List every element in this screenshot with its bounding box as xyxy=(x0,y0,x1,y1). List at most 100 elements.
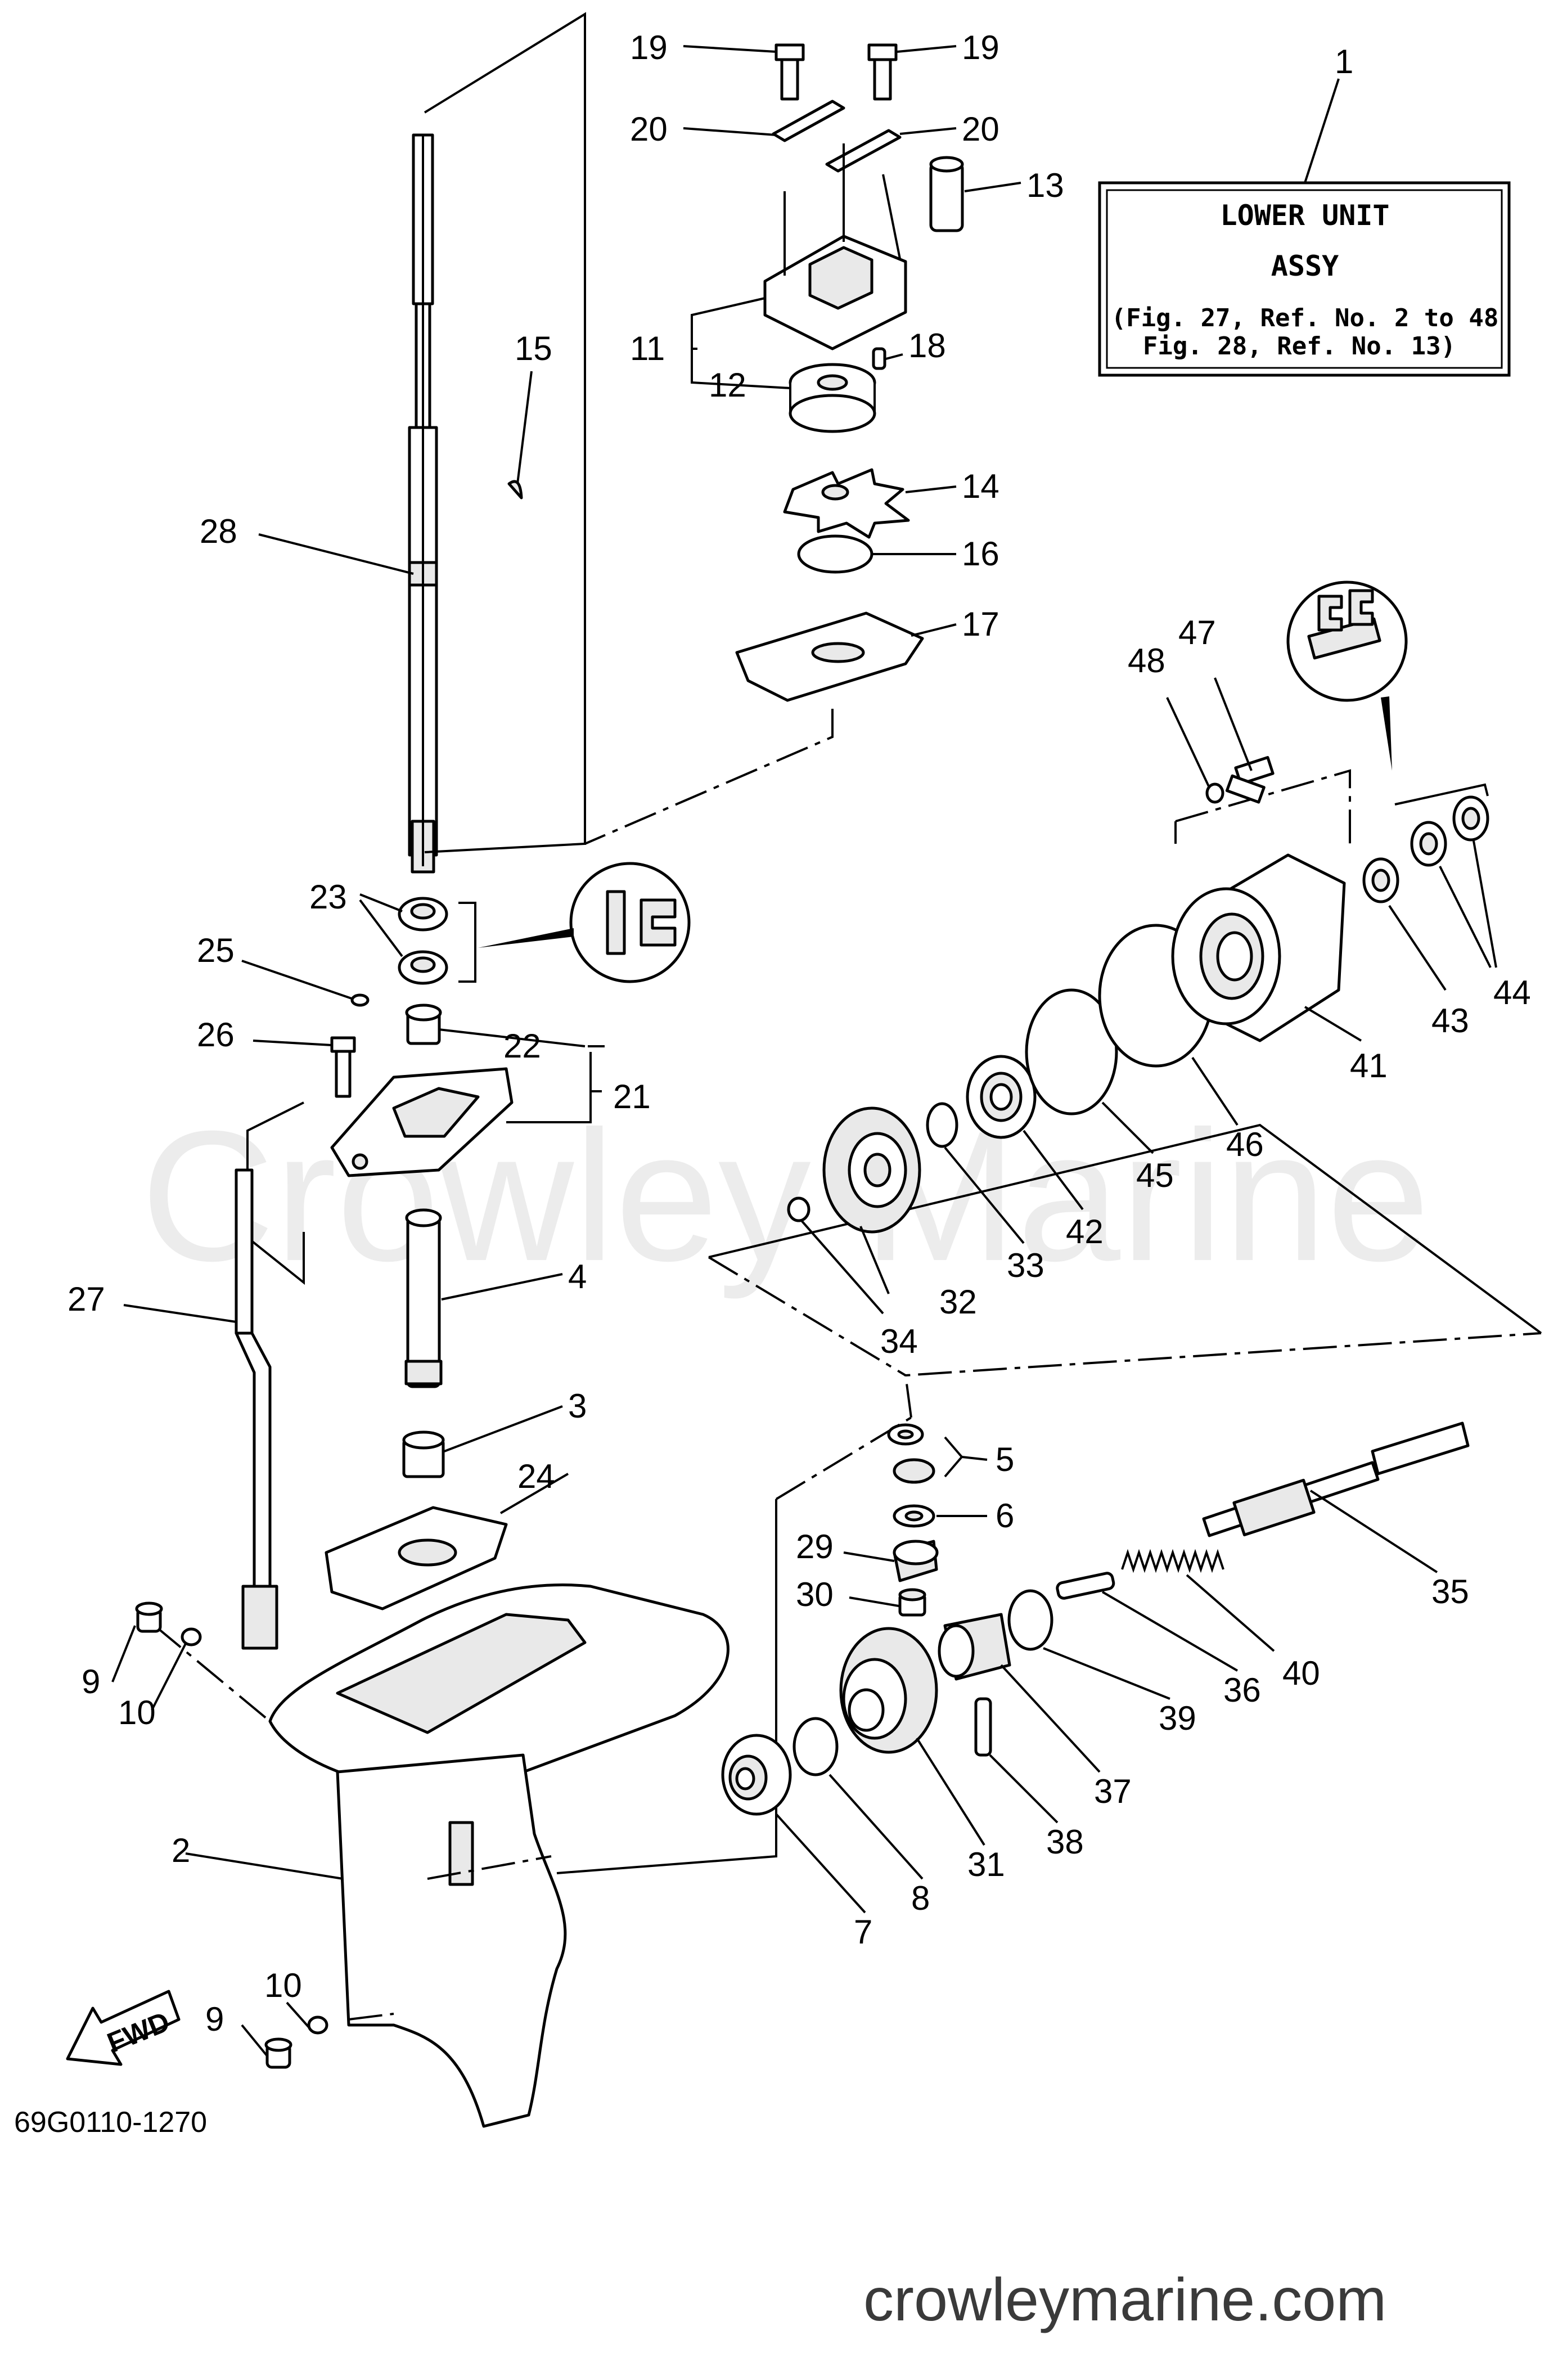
water-tube xyxy=(404,1208,443,1388)
callout-43: 43 xyxy=(1431,1002,1469,1040)
callout-34: 34 xyxy=(880,1322,918,1360)
drain-screw-upper xyxy=(135,1601,163,1633)
callout-44: 44 xyxy=(1493,974,1531,1011)
callout-5: 5 xyxy=(996,1441,1014,1478)
callout-19-right: 19 xyxy=(962,29,999,66)
callout-37: 37 xyxy=(1094,1772,1132,1810)
callout-41: 41 xyxy=(1350,1047,1388,1085)
callout-36: 36 xyxy=(1223,1671,1261,1709)
callout-31: 31 xyxy=(967,1846,1005,1883)
callout-7: 7 xyxy=(854,1913,872,1951)
info-box-title: LOWER UNIT xyxy=(1220,199,1389,232)
callout-9-upper: 9 xyxy=(82,1663,100,1700)
callout-11: 11 xyxy=(630,330,665,367)
pinion-gear xyxy=(893,1540,939,1582)
diagram-code: 69G0110-1270 xyxy=(14,2106,207,2139)
pump-housing xyxy=(763,143,907,350)
woodruff-key xyxy=(507,480,523,500)
callout-14: 14 xyxy=(962,467,999,505)
callout-38: 38 xyxy=(1046,1823,1084,1861)
water-pipe xyxy=(929,156,964,232)
callout-48: 48 xyxy=(1128,642,1165,680)
grease-icon xyxy=(478,862,691,983)
shift-rod xyxy=(235,1168,278,1650)
callout-42: 42 xyxy=(1066,1213,1104,1250)
callout-47: 47 xyxy=(1178,614,1216,651)
callout-1: 1 xyxy=(1335,43,1353,80)
callout-46: 46 xyxy=(1226,1126,1264,1163)
callout-40: 40 xyxy=(1282,1654,1320,1692)
o-ring-16 xyxy=(797,534,873,574)
callout-45: 45 xyxy=(1136,1157,1174,1194)
washer-10-lower xyxy=(307,2015,328,2035)
callout-27: 27 xyxy=(67,1280,105,1318)
callout-39: 39 xyxy=(1159,1699,1196,1737)
drain-screw-lower xyxy=(264,2037,292,2069)
ball-bearing-7 xyxy=(721,1734,792,1816)
callout-20-left: 20 xyxy=(630,110,668,148)
callout-25: 25 xyxy=(197,932,235,969)
callout-18: 18 xyxy=(908,327,946,365)
callout-12: 12 xyxy=(709,366,746,404)
callout-29: 29 xyxy=(796,1528,834,1565)
washer-10-upper xyxy=(181,1627,202,1646)
spring xyxy=(1121,1549,1224,1573)
shim-33 xyxy=(926,1102,958,1148)
plate-20-left xyxy=(772,100,845,142)
propeller-shaft-housing xyxy=(1171,853,1346,1042)
o-ring-25 xyxy=(350,993,370,1007)
callout-26: 26 xyxy=(197,1016,235,1054)
callout-23: 23 xyxy=(309,878,347,916)
fwd-arrow: FWD xyxy=(66,1990,181,2066)
bushing-22 xyxy=(405,1004,442,1045)
callout-19-left: 19 xyxy=(630,29,668,66)
info-box-ref-1: (Fig. 27, Ref. No. 2 to 48 xyxy=(1111,304,1499,332)
shim-8 xyxy=(792,1717,839,1776)
impeller xyxy=(783,468,910,539)
gasket-24 xyxy=(325,1506,508,1610)
callout-33: 33 xyxy=(1007,1247,1044,1284)
callout-20-right: 20 xyxy=(962,110,999,148)
shift-housing xyxy=(330,1067,514,1177)
callout-22: 22 xyxy=(503,1027,541,1065)
callout-10-upper: 10 xyxy=(118,1694,156,1731)
plunger xyxy=(1056,1572,1115,1600)
callout-4: 4 xyxy=(568,1258,587,1295)
pump-insert xyxy=(789,363,876,433)
callout-numbers: 1 19 19 20 20 13 11 12 18 14 16 17 15 28… xyxy=(67,29,1531,2038)
callout-32: 32 xyxy=(939,1283,977,1321)
callout-8: 8 xyxy=(911,1879,930,1917)
washer-48 xyxy=(1205,782,1224,804)
o-ring-45 xyxy=(1025,988,1118,1115)
grommet xyxy=(402,1430,445,1478)
bolt-26 xyxy=(330,1036,356,1098)
needle-bearing xyxy=(1362,857,1399,903)
plate-20-right xyxy=(825,129,902,173)
callout-16: 16 xyxy=(962,535,999,573)
callout-30: 30 xyxy=(796,1576,834,1613)
pin-18 xyxy=(872,347,886,370)
callout-17: 17 xyxy=(962,605,999,643)
callout-35: 35 xyxy=(1431,1573,1469,1610)
thrust-bearing-5 xyxy=(893,1458,935,1484)
dog-clutch xyxy=(938,1613,1011,1681)
clip-39 xyxy=(1007,1589,1053,1651)
bolt-19-left xyxy=(774,43,805,101)
grease-icon-upper xyxy=(1286,581,1408,771)
cross-pin xyxy=(974,1697,992,1757)
info-box-subtitle: ASSY xyxy=(1271,250,1339,282)
shim-34 xyxy=(787,1196,810,1222)
info-box: LOWER UNIT ASSY (Fig. 27, Ref. No. 2 to … xyxy=(1098,78,1511,377)
drive-shaft xyxy=(408,133,438,874)
nut-30 xyxy=(898,1588,926,1617)
bolt-19-right xyxy=(867,43,898,101)
propeller-shaft xyxy=(1202,1421,1470,1537)
forward-gear xyxy=(839,1627,938,1754)
callout-21: 21 xyxy=(613,1078,651,1115)
info-box-ref-2: Fig. 28, Ref. No. 13) xyxy=(1143,332,1456,361)
website-url: crowleymarine.com xyxy=(863,2265,1386,2333)
callout-13: 13 xyxy=(1026,167,1064,204)
callout-10-lower: 10 xyxy=(264,1967,302,2004)
callout-6: 6 xyxy=(996,1497,1014,1535)
